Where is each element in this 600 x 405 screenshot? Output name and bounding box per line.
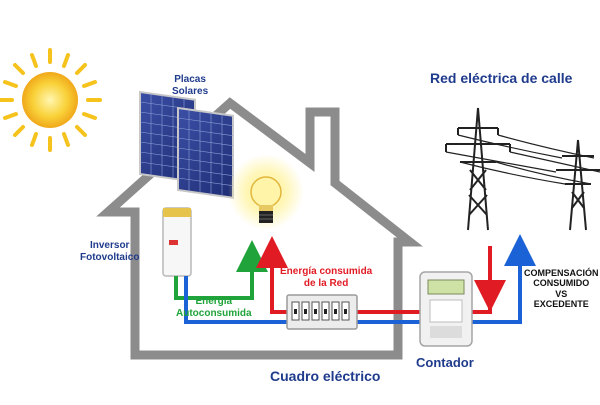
autoconsumo-label-line2: Autoconsumida — [176, 307, 252, 319]
house-outline — [96, 97, 423, 360]
inverter-label: Inversor Fotovoltaico — [80, 240, 139, 263]
meter-icon — [419, 271, 473, 347]
power-lines — [445, 134, 600, 185]
solar-panels-label-line2: Solares — [172, 85, 209, 97]
compensation-label-line1: COMPENSACIÓN — [524, 268, 599, 278]
solar-panels-label: Placas Solares — [172, 74, 208, 97]
lightbulb-icon — [228, 154, 304, 230]
grid-consumption-label-line2: de la Red — [303, 277, 349, 289]
solar-panels-icon — [139, 90, 234, 199]
compensation-label-line2: CONSUMIDO — [533, 278, 590, 289]
autoconsumo-label: Energía Autoconsumida — [176, 296, 252, 319]
solar-panels-label-line1: Placas — [174, 74, 206, 85]
power-tower-icon — [445, 107, 600, 231]
meter-label: Contador — [416, 355, 474, 370]
grid-consumption-label-line1: Energía consumida — [280, 266, 373, 277]
compensation-label: COMPENSACIÓN CONSUMIDO VS EXCEDENTE — [524, 268, 599, 309]
grid-consumption-label: Energía consumida de la Red — [280, 266, 372, 289]
compensation-label-line3: VS — [555, 288, 568, 299]
panel-label: Cuadro eléctrico — [270, 368, 381, 384]
electrical-panel-icon — [286, 294, 358, 330]
inverter-label-line2: Fotovoltaico — [80, 251, 140, 263]
grid-title: Red eléctrica de calle — [430, 70, 573, 86]
sun-icon — [0, 48, 102, 152]
inverter-icon — [162, 207, 192, 277]
inverter-label-line1: Inversor — [89, 240, 130, 251]
autoconsumo-flow-line — [174, 240, 268, 300]
compensation-label-line4: EXCEDENTE — [533, 299, 589, 310]
autoconsumo-label-line1: Energía — [195, 296, 233, 307]
